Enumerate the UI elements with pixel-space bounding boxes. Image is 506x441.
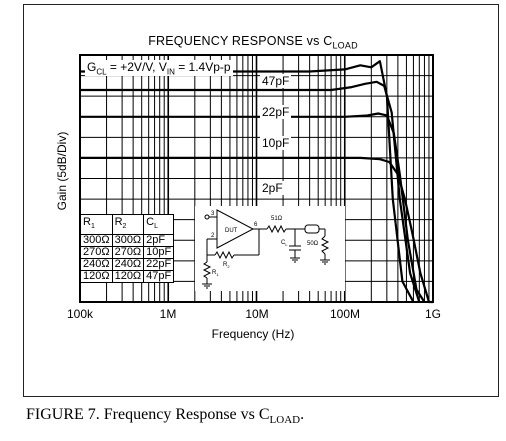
table-cell: 2pF: [143, 234, 175, 248]
x-axis-label: Frequency (Hz): [211, 327, 295, 341]
series-label-2pf: 2pF: [260, 181, 285, 195]
table-row: 240Ω 240Ω 22pF: [80, 258, 175, 272]
table-cell: 270Ω: [111, 246, 145, 260]
table-cell: 47pF: [143, 270, 175, 284]
table-cell: 120Ω: [80, 270, 113, 284]
table-row: 300Ω 300Ω 2pF: [80, 234, 175, 248]
x-tick-label: 100M: [329, 307, 361, 321]
table-cell: 22pF: [143, 258, 175, 272]
resistor-table: R1 R2 CL 300Ω 300Ω 2pF 270Ω 270Ω 10pF 24…: [80, 213, 175, 284]
figure-caption: FIGURE 7. Frequency Response vs CLOAD.: [26, 406, 305, 427]
plot-border: [79, 54, 434, 303]
series-label-22pf: 22pF: [260, 105, 292, 119]
x-tick-label: 1M: [159, 307, 177, 321]
series-resistor: [266, 224, 287, 234]
figure-frame: [23, 4, 499, 397]
r2-resistor: [214, 250, 235, 260]
chart-title: FREQUENCY RESPONSE vs CLOAD: [148, 34, 358, 51]
y-axis-label: Gain (5dB/Div): [55, 131, 69, 211]
table-cell: 300Ω: [111, 234, 145, 248]
series-line-2pf: [80, 156, 433, 304]
resistor-table-header: R1 R2 CL: [80, 213, 175, 236]
pin-6-label: 6: [254, 222, 258, 228]
series-label-47pf: 47pF: [260, 74, 292, 88]
pin-3-label: 3: [211, 211, 215, 217]
pin-2-label: 2: [211, 233, 215, 239]
x-tick-label: 10M: [245, 307, 269, 321]
series-label-10pf: 10pF: [260, 136, 292, 150]
header-r1: R1: [80, 213, 113, 236]
series-line-47pf: [80, 60, 415, 303]
series-line-10pf: [80, 112, 426, 303]
r1-resistor: [202, 261, 212, 279]
test-conditions: GCL = +2V/V, VIN = 1.4Vp-p: [85, 60, 233, 77]
table-cell: 10pF: [143, 246, 175, 260]
table-cell: 120Ω: [111, 270, 145, 284]
opamp-triangle: [216, 209, 255, 249]
r2-label: R2: [223, 262, 230, 269]
dut-label: DUT: [225, 228, 238, 234]
table-row: 120Ω 120Ω 47pF: [80, 270, 175, 284]
series-r-label: 51Ω: [271, 216, 283, 222]
test-circuit-schematic: DUT 3 2 6 51Ω 50Ω CL R2 R1: [195, 206, 345, 291]
table-cell: 240Ω: [80, 258, 113, 272]
table-cell: 240Ω: [111, 258, 145, 272]
x-tick-label: 100k: [66, 307, 94, 321]
table-cell: 300Ω: [80, 234, 113, 248]
cap-label: CL: [281, 240, 288, 247]
load-resistor: [320, 235, 330, 255]
header-r2: R2: [111, 213, 145, 236]
load-r-label: 50Ω: [307, 241, 319, 247]
header-cl: CL: [143, 213, 175, 236]
series-line-22pf: [80, 80, 421, 303]
table-cell: 270Ω: [80, 246, 113, 260]
r1-label: R1: [212, 270, 219, 277]
x-tick-label: 1G: [424, 307, 442, 321]
table-row: 270Ω 270Ω 10pF: [80, 246, 175, 260]
